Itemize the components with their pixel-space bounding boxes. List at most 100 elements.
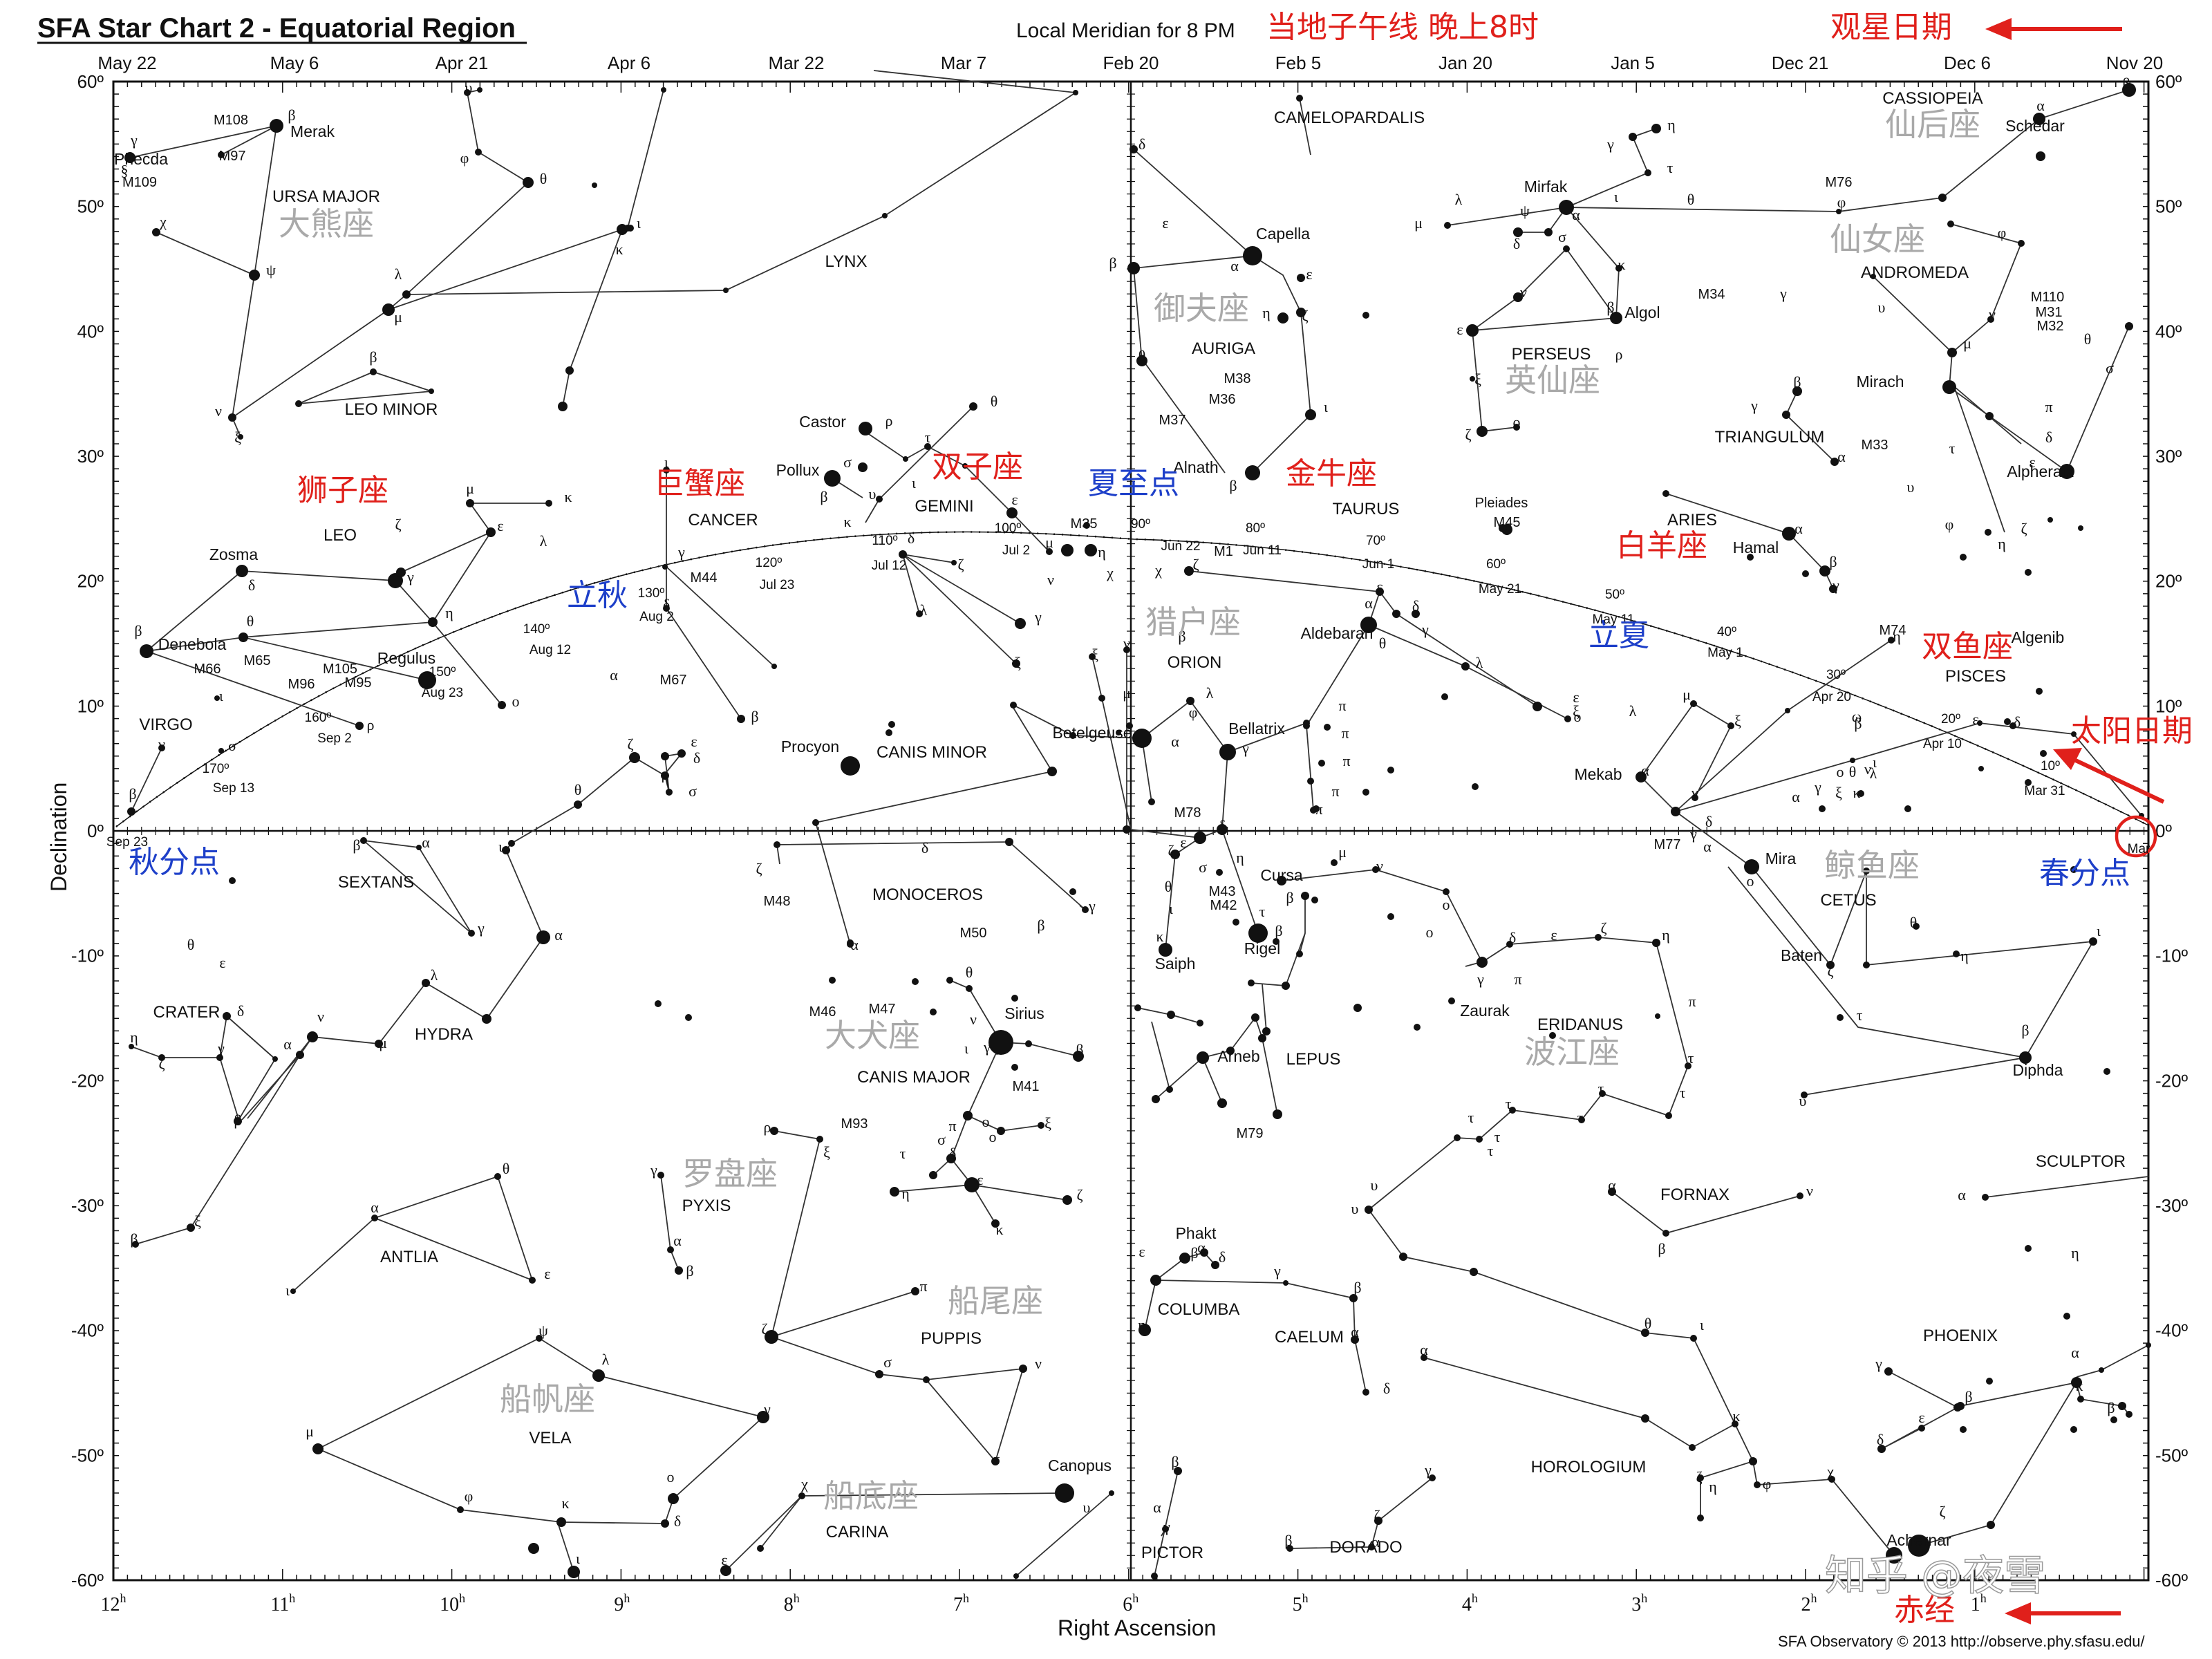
greek-star-letter: δ [2045, 429, 2052, 446]
dec-tick-label: -10º [2155, 946, 2188, 966]
greek-star-letter: ο [667, 1468, 675, 1485]
constellation-label: ANTLIA [380, 1248, 438, 1266]
greek-star-letter: γ [1088, 897, 1096, 915]
star-marker [1953, 950, 1960, 957]
date-tick-label: May 22 [97, 53, 156, 73]
star-marker [1421, 1354, 1427, 1361]
chinese-constellation-label-gray: 御夫座 [1154, 290, 1249, 327]
star-marker [1123, 646, 1130, 653]
deep-sky-object-label: M65 [244, 653, 271, 668]
star-marker [1062, 1195, 1072, 1205]
star-marker [1513, 292, 1523, 302]
star-marker [2103, 1068, 2110, 1075]
greek-star-letter: ζ [1168, 842, 1174, 859]
ecliptic-label: May 1 [1707, 646, 1743, 660]
star-marker [1098, 695, 1105, 702]
deep-sky-object-label: M109 [122, 175, 157, 190]
star-marker [1019, 1365, 1027, 1373]
star-name-label: Hamal [1733, 538, 1779, 556]
star-marker [1273, 938, 1280, 945]
greek-star-letter: η [2071, 1244, 2079, 1262]
greek-star-letter: γ [1689, 825, 1697, 843]
meridian-label: Local Meridian for 8 PM [1016, 19, 1235, 42]
star-marker [236, 565, 248, 577]
deep-sky-object-label: M48 [764, 894, 791, 909]
greek-star-letter: π [919, 1277, 927, 1295]
greek-star-letter: τ [1577, 1109, 1584, 1126]
star-marker [1200, 1248, 1208, 1257]
ecliptic-label: Sep 13 [213, 781, 254, 796]
star-name-label: Algenib [2012, 628, 2065, 646]
star-marker [1232, 919, 1239, 926]
star-name-label: Mirfak [1524, 178, 1568, 196]
dec-tick-label: -20º [2155, 1070, 2188, 1091]
greek-star-letter: ε [977, 1171, 983, 1188]
star-marker [360, 837, 367, 844]
star-marker [911, 1287, 919, 1295]
chinese-constellation-label-gray: 大犬座 [825, 1017, 920, 1054]
ecliptic-label: May 11 [1593, 612, 1635, 627]
greek-star-letter: α [422, 834, 430, 851]
star-marker [1376, 588, 1384, 596]
star-marker [1351, 1335, 1359, 1344]
greek-star-letter: λ [920, 601, 928, 619]
greek-star-letter: ξ [234, 429, 241, 446]
star-marker [667, 1246, 674, 1253]
x-axis-title: Right Ascension [1058, 1615, 1216, 1640]
star-marker [969, 402, 977, 411]
constellation-label: CASSIOPEIA [1882, 89, 1983, 108]
greek-star-letter: α [1365, 594, 1373, 612]
deep-sky-object-label: M36 [1209, 392, 1236, 407]
star-marker [1055, 1483, 1074, 1503]
star-marker [1441, 693, 1448, 700]
star-marker [1324, 724, 1331, 731]
deep-sky-object-label: M44 [691, 570, 718, 585]
star-marker [858, 462, 868, 472]
star-marker [882, 213, 888, 218]
star-name-label: Canopus [1048, 1456, 1112, 1474]
greek-star-letter: ζ [1696, 1468, 1702, 1485]
star-marker [655, 1000, 662, 1007]
star-marker [1151, 1573, 1158, 1580]
star-marker [238, 434, 243, 440]
star-marker [396, 568, 406, 577]
dec-tick-label: 0º [87, 821, 104, 841]
greek-star-letter: ο [1513, 413, 1521, 431]
star-marker [1749, 1457, 1757, 1465]
greek-star-letter: σ [883, 1353, 892, 1371]
greek-star-letter: β [1284, 1532, 1292, 1549]
star-marker [1863, 868, 1870, 874]
star-marker [2125, 322, 2133, 330]
ecliptic-label: 90º [1131, 517, 1150, 532]
greek-star-letter: ξ [1835, 784, 1842, 801]
constellation-label: SEXTANS [338, 873, 414, 892]
greek-star-letter: γ [1241, 740, 1249, 757]
star-marker [296, 1051, 304, 1059]
greek-star-letter: γ [1034, 608, 1042, 626]
deep-sky-object-label: M76 [1826, 175, 1853, 190]
star-marker [464, 89, 471, 96]
greek-star-letter: ε [1180, 834, 1186, 851]
greek-star-letter: μ [1683, 686, 1691, 703]
greek-star-letter: φ [1998, 224, 2007, 241]
star-name-label: Mekab [1574, 765, 1622, 783]
greek-star-letter: ε [1376, 578, 1382, 595]
ra-tick-label: 4h [1462, 1591, 1478, 1615]
greek-star-letter: ξ [1091, 646, 1098, 663]
star-marker [1652, 939, 1660, 947]
star-marker [2059, 464, 2074, 479]
greek-star-letter: ζ [2021, 520, 2027, 537]
greek-star-letter: ι [219, 687, 223, 704]
greek-star-letter: δ [1513, 235, 1520, 252]
constellation-label: CETUS [1820, 891, 1876, 910]
greek-star-letter: υ [1083, 1499, 1091, 1516]
dec-tick-label: -30º [71, 1195, 104, 1216]
star-marker [929, 1171, 937, 1179]
greek-star-letter: λ [431, 966, 438, 984]
star-marker [677, 749, 686, 758]
greek-star-letter: ε [1972, 711, 1978, 728]
star-marker [1641, 1329, 1649, 1337]
constellation-label: VELA [529, 1429, 571, 1447]
dec-tick-label: 0º [2155, 821, 2172, 841]
star-marker [129, 1044, 134, 1049]
